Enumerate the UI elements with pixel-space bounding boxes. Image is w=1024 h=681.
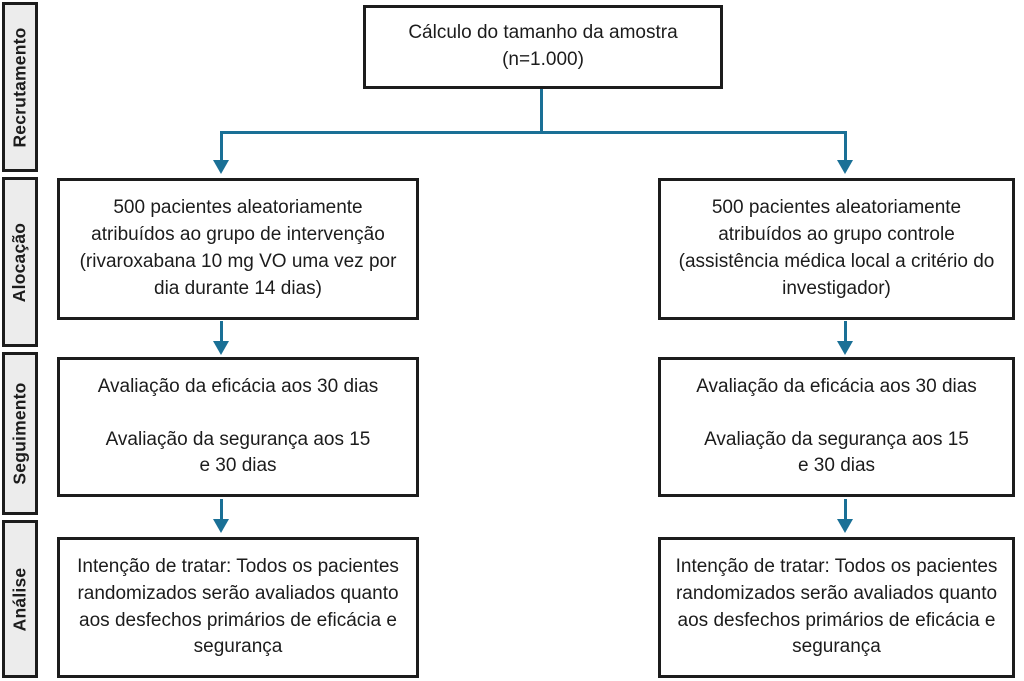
connector-right-drop [844,131,847,162]
followup-safety-text-right: Avaliação da segurança aos 15 e 30 dias [704,428,969,477]
followup-efficacy-text-left: Avaliação da eficácia aos 30 dias [97,375,379,397]
allocation-control-text: 500 pacientes aleatoriamente atribuídos … [678,197,995,299]
stage-label-alocacao: Alocação [9,222,30,302]
connector-top-stub [540,89,543,132]
stage-label-analise: Análise [9,567,30,631]
box-followup-intervention: Avaliação da eficácia aos 30 dias Avalia… [57,357,419,497]
followup-safety-text-left: Avaliação da segurança aos 15 e 30 dias [105,428,371,477]
sample-size-title: Cálculo do tamanho da amostra [408,22,678,44]
connector-left-analysis [220,499,223,521]
box-allocation-control: 500 pacientes aleatoriamente atribuídos … [658,178,1015,320]
arrowhead-left-analysis [213,519,229,533]
connector-left-followup [220,321,223,343]
box-analysis-intervention: Intenção de tratar: Todos os pacientes r… [57,537,419,678]
stage-box-analise: Análise [2,520,38,678]
stage-box-seguimento: Seguimento [2,352,38,515]
analysis-text-left: Intenção de tratar: Todos os pacientes r… [77,555,399,658]
allocation-intervention-text: 500 pacientes aleatoriamente atribuídos … [79,197,397,299]
arrowhead-right-analysis [837,519,853,533]
arrowhead-right-allocation [837,160,853,174]
arrowhead-right-followup [837,341,853,355]
stage-label-seguimento: Seguimento [9,382,30,485]
stage-label-recrutamento: Recrutamento [9,26,30,148]
sample-size-n: (n=1.000) [502,49,584,70]
connector-right-analysis [844,499,847,521]
box-followup-control: Avaliação da eficácia aos 30 dias Avalia… [658,357,1015,497]
connector-split-bar [221,131,847,134]
stage-box-alocacao: Alocação [2,177,38,347]
analysis-text-right: Intenção de tratar: Todos os pacientes r… [675,555,998,658]
arrowhead-left-followup [213,341,229,355]
stage-box-recrutamento: Recrutamento [2,2,38,172]
box-sample-size: Cálculo do tamanho da amostra (n=1.000) [363,5,723,89]
box-allocation-intervention: 500 pacientes aleatoriamente atribuídos … [57,178,419,320]
connector-right-followup [844,321,847,343]
box-analysis-control: Intenção de tratar: Todos os pacientes r… [658,537,1015,678]
followup-efficacy-text-right: Avaliação da eficácia aos 30 dias [696,375,977,397]
connector-left-drop [220,131,223,162]
arrowhead-left-allocation [213,160,229,174]
